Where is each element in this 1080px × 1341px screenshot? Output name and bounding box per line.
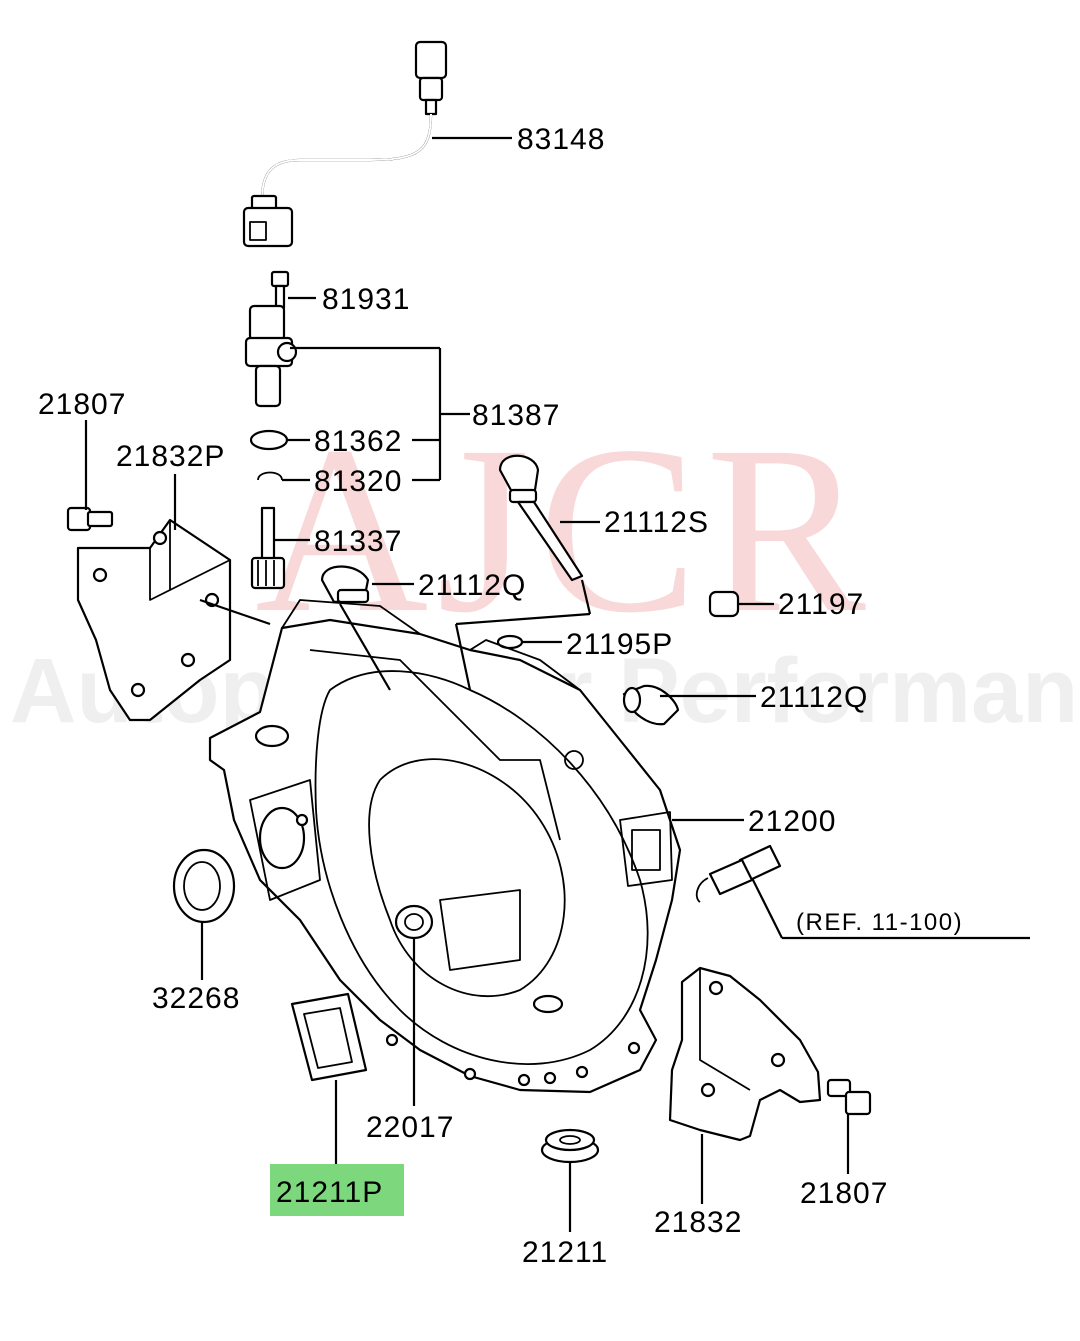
boot-21211P-part[interactable] (290, 992, 368, 1082)
label-81362[interactable]: 81362 (314, 425, 402, 458)
bolt-21807-left-part[interactable] (66, 506, 114, 532)
label-83148[interactable]: 83148 (517, 123, 605, 156)
breather-21112S-part[interactable] (498, 454, 584, 582)
label-21112S[interactable]: 21112S (604, 506, 709, 539)
transmission-case-part[interactable] (208, 599, 682, 1094)
label-21200[interactable]: 21200 (748, 805, 836, 838)
label-21195P[interactable]: 21195P (566, 628, 673, 661)
o-ring-81362-part[interactable] (249, 429, 289, 451)
bolt-21807-right-part[interactable] (826, 1078, 872, 1116)
driven-gear-part[interactable] (250, 506, 286, 590)
seal-22017-part[interactable] (394, 904, 434, 940)
label-22017[interactable]: 22017 (366, 1111, 454, 1144)
label-21807-right[interactable]: 21807 (800, 1177, 888, 1210)
leader-lines (84, 136, 1030, 1232)
label-21211[interactable]: 21211 (522, 1236, 608, 1269)
bracket-21832P-part[interactable] (76, 518, 232, 722)
label-81387[interactable]: 81387 (472, 399, 560, 432)
reference-note[interactable]: (REF. 11-100) (796, 909, 963, 936)
bracket-21832-part[interactable] (668, 966, 822, 1142)
label-81337[interactable]: 81337 (314, 525, 402, 558)
label-21112Q-top[interactable]: 21112Q (418, 569, 526, 602)
label-81931[interactable]: 81931 (322, 283, 410, 316)
plug-21197-part[interactable] (708, 590, 740, 618)
label-21211P[interactable]: 21211P (276, 1176, 383, 1209)
label-21832[interactable]: 21832 (654, 1206, 742, 1239)
label-32268[interactable]: 32268 (152, 982, 240, 1015)
label-21197[interactable]: 21197 (778, 588, 864, 621)
label-81320[interactable]: 81320 (314, 465, 402, 498)
cap-21112Q-top-part[interactable] (320, 565, 370, 604)
label-21112Q-right[interactable]: 21112Q (760, 681, 868, 714)
oil-seal-32268-part[interactable] (172, 848, 236, 924)
highlight-21211P (270, 1164, 404, 1216)
grommet-21211-part[interactable] (540, 1128, 600, 1164)
sealant-tube-part[interactable] (695, 844, 782, 903)
sensor-harness-part[interactable] (242, 40, 448, 248)
bolt-81931-part[interactable] (270, 270, 290, 310)
watermark-brand: AJCR (255, 396, 874, 662)
label-21807-left[interactable]: 21807 (38, 388, 126, 421)
speed-sensor-part[interactable] (244, 304, 298, 408)
snap-ring-81320-part[interactable] (257, 471, 283, 481)
label-21832P[interactable]: 21832P (116, 440, 225, 473)
